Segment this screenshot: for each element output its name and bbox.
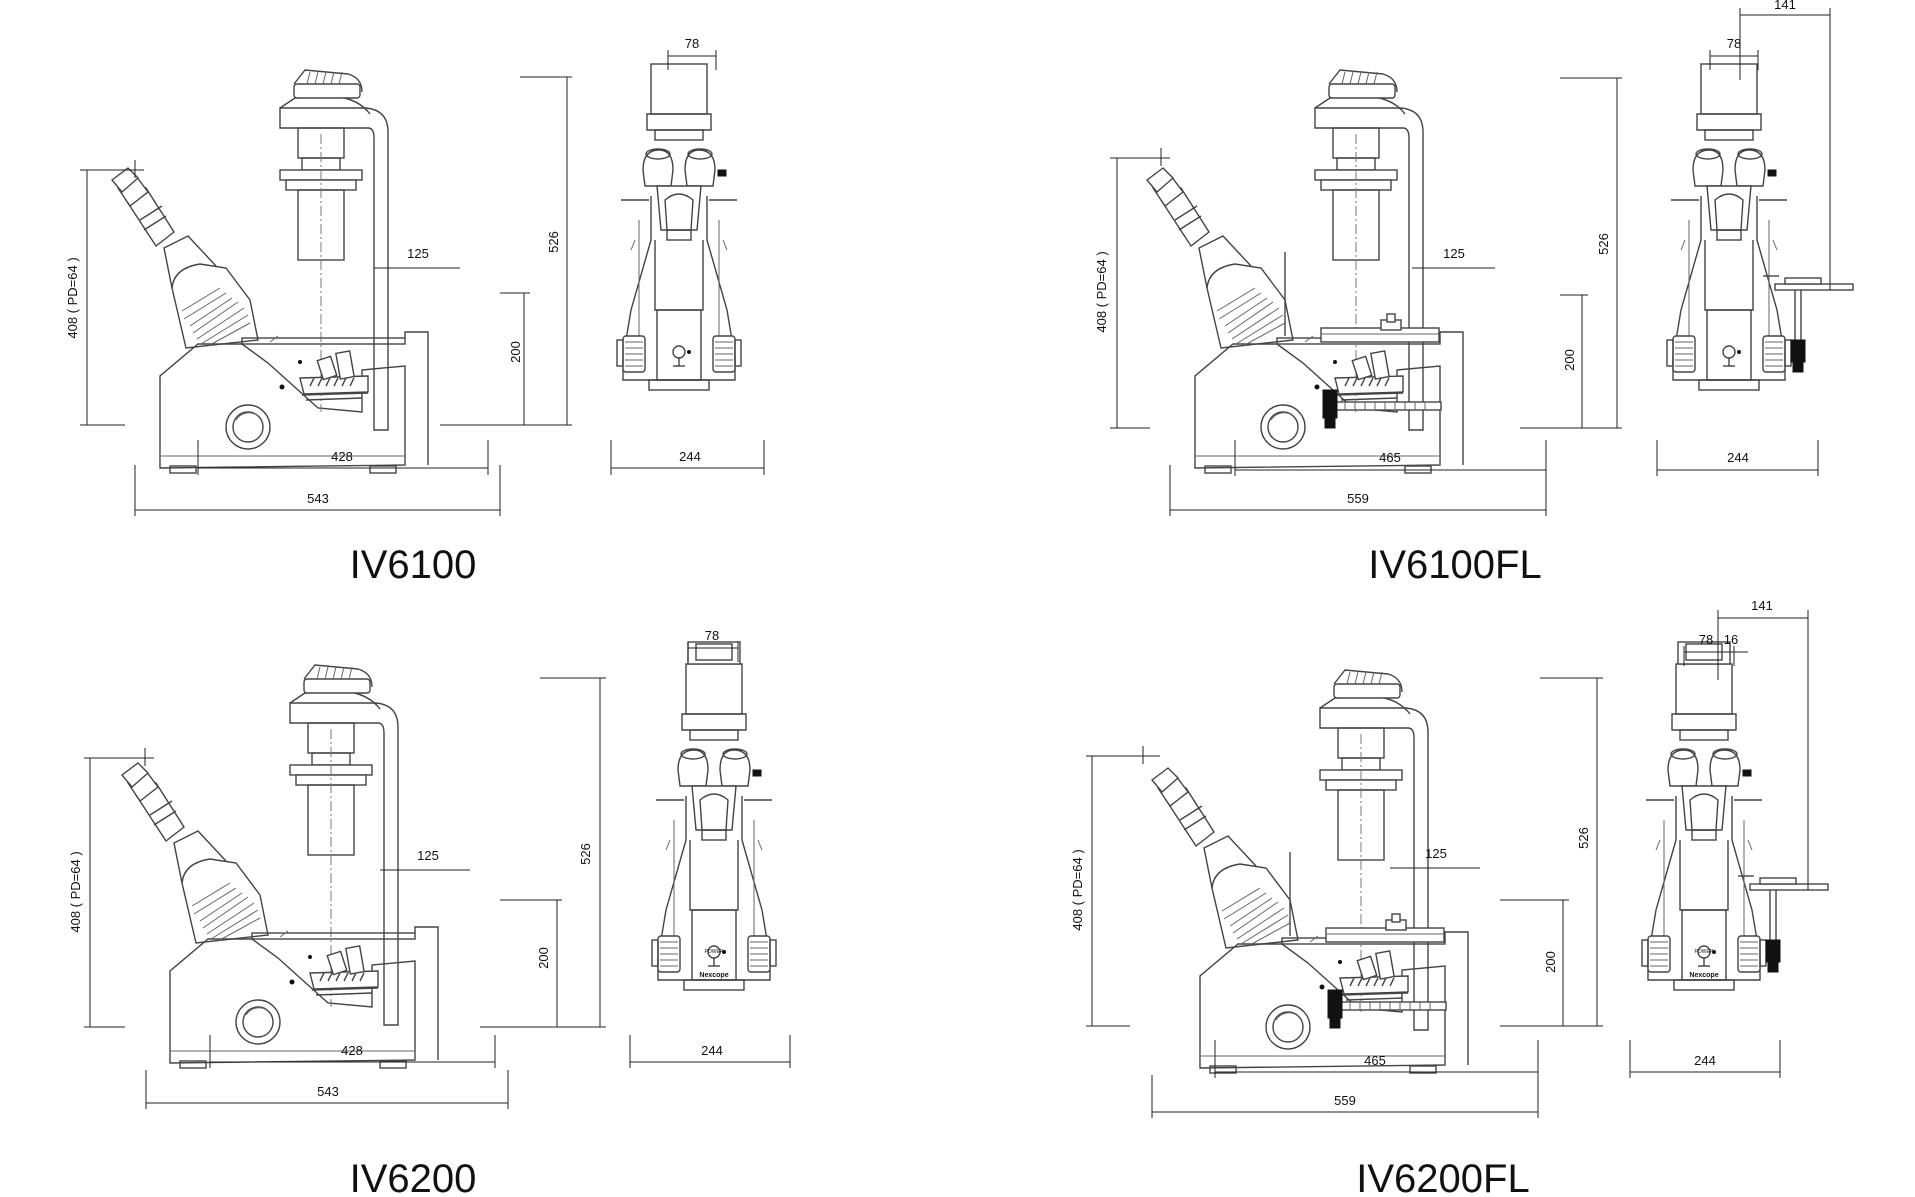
dim-arm-reach: 125 [1443,246,1465,261]
dim-total-height: 526 [546,231,561,253]
dim-arm-reach: 125 [1425,846,1447,861]
dim-eyepiece-width: 78 [1727,36,1741,51]
side-view-iv6200 [121,664,439,1069]
dim-front-width: 244 [1694,1053,1716,1068]
side-view-iv6100 [111,69,429,474]
dim-front-width: 244 [1727,450,1749,465]
model-caption-iv6100fl: IV6100FL [1368,543,1541,587]
dim-eyepiece-width: 78 [1699,632,1713,647]
dim-fl-offset: 141 [1751,598,1773,613]
dim-height-pd: 408 ( PD=64 ) [68,851,83,932]
front-label-brand: Nexcope [1689,972,1718,979]
dim-eyepiece-extra: 16 [1724,632,1738,647]
drawing-iv6100: 408 ( PD=64 ) 526 200 125 428 543 78 244… [65,36,765,587]
dim-stage-height: 200 [1543,951,1558,973]
front-label-power: POWER [705,949,724,955]
dim-total-length: 559 [1347,491,1369,506]
dim-eyepiece-width: 78 [705,628,719,643]
drawing-iv6100fl: 408 ( PD=64 ) 526 200 125 465 559 78 141… [1094,0,1854,587]
dim-front-width: 244 [679,449,701,464]
model-caption-iv6100: IV6100 [350,543,477,587]
dim-total-height: 526 [1596,233,1611,255]
dim-total-length: 543 [307,491,329,506]
dim-height-pd: 408 ( PD=64 ) [1070,849,1085,930]
dim-base-length: 465 [1364,1053,1386,1068]
drawing-iv6200fl: 408 ( PD=64 ) 526 200 125 465 559 78 16 … [1070,598,1829,1197]
dim-eyepiece-width: 78 [685,36,699,51]
dim-stage-height: 200 [1562,349,1577,371]
dim-total-height: 526 [1576,827,1591,849]
drawing-iv6200: 408 ( PD=64 ) 526 200 125 428 543 78 244… [68,628,791,1197]
dim-fl-offset: 141 [1774,0,1796,12]
model-caption-iv6200fl: IV6200FL [1356,1157,1529,1197]
dim-base-length: 465 [1379,450,1401,465]
dim-height-pd: 408 ( PD=64 ) [1094,251,1109,332]
dim-arm-reach: 125 [417,848,439,863]
dim-total-length: 543 [317,1084,339,1099]
dim-total-height: 526 [578,843,593,865]
dim-base-length: 428 [341,1043,363,1058]
dim-height-pd: 408 ( PD=64 ) [65,257,80,338]
dim-stage-height: 200 [536,947,551,969]
side-view-iv6200fl [1151,669,1469,1074]
front-view-iv6200fl [1641,641,1829,991]
front-view-iv6200 [651,641,777,991]
dim-total-length: 559 [1334,1093,1356,1108]
dim-front-width: 244 [701,1043,723,1058]
front-view-iv6100 [616,63,742,391]
dim-stage-height: 200 [508,341,523,363]
front-label-brand: Nexcope [699,972,728,979]
dim-base-length: 428 [331,449,353,464]
dim-arm-reach: 125 [407,246,429,261]
front-view-iv6100fl [1666,63,1854,391]
front-label-power: POWER [1695,949,1714,955]
side-view-iv6100fl [1146,69,1464,474]
model-caption-iv6200: IV6200 [350,1157,477,1197]
